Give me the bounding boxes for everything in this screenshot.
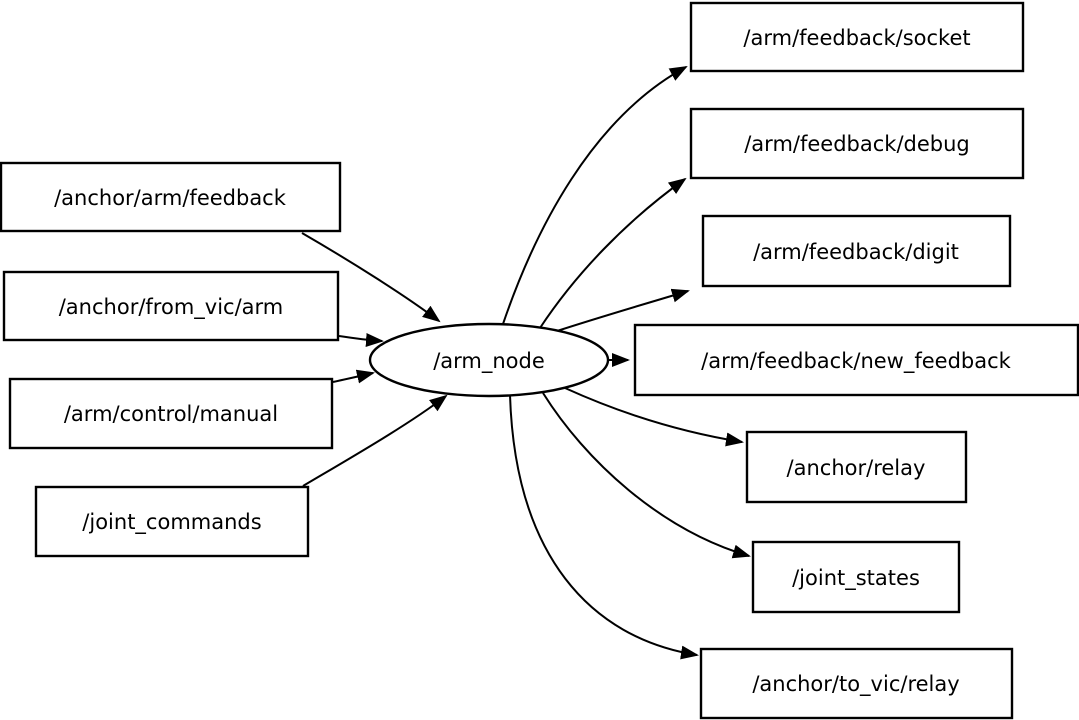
topic-box [689, 1, 1025, 73]
topic-box [699, 647, 1014, 720]
edge-group-outputs [502, 66, 751, 660]
topic-label: /anchor/from_vic/arm [59, 295, 284, 320]
edge-arm-node-to-arm-feedback-socket [502, 66, 688, 325]
topic-node-anchor-relay: /anchor/relay [745, 430, 968, 504]
topic-label: /joint_commands [82, 510, 261, 535]
topic-node-arm-control-manual: /arm/control/manual [8, 377, 334, 450]
topic-label: /arm/feedback/new_feedback [701, 349, 1011, 374]
topic-node-arm-feedback-digit: /arm/feedback/digit [701, 214, 1012, 288]
node-label: /arm_node [433, 349, 545, 374]
edge-arm-node-to-joint-states [542, 392, 751, 559]
topic-node-anchor-arm-feedback: /anchor/arm/feedback [0, 161, 342, 233]
topic-node-arm-feedback-socket: /arm/feedback/socket [689, 1, 1025, 73]
topic-label: /joint_states [792, 566, 920, 591]
topic-label: /anchor/to_vic/relay [752, 672, 959, 697]
topic-node-joint-commands: /joint_commands [34, 485, 310, 558]
edge-anchor-from-vic-arm-to-arm-node [338, 333, 384, 347]
topic-label: /arm/feedback/digit [753, 240, 959, 264]
topic-node-arm-feedback-debug: /arm/feedback/debug [689, 107, 1025, 180]
edge-joint-commands-to-arm-node [302, 394, 448, 487]
topic-node-arm-feedback-new-feedback: /arm/feedback/new_feedback [633, 323, 1079, 397]
edge-arm-node-to-arm-feedback-digit [556, 288, 690, 332]
topic-box [8, 377, 334, 450]
topic-box [689, 107, 1025, 180]
topic-box [633, 323, 1079, 397]
topic-box [751, 540, 961, 614]
topic-box [745, 430, 968, 504]
topic-label: /anchor/arm/feedback [54, 186, 287, 210]
topic-node-joint-states: /joint_states [751, 540, 961, 614]
edge-arm-node-to-arm-feedback-debug [539, 177, 687, 329]
topic-box [0, 161, 342, 233]
edge-arm-node-to-anchor-relay [564, 387, 744, 447]
edge-group-inputs [301, 232, 448, 487]
topic-label: /anchor/relay [787, 456, 926, 480]
topic-label: /arm/feedback/socket [743, 26, 970, 50]
topic-box [2, 270, 340, 342]
edge-arm-control-manual-to-arm-node [332, 369, 375, 384]
node-ellipse [368, 322, 610, 398]
edge-arm-node-to-anchor-to-vic-relay [509, 394, 699, 660]
topic-node-anchor-from-vic-arm: /anchor/from_vic/arm [2, 270, 340, 342]
topic-label: /arm/feedback/debug [744, 132, 970, 156]
topic-node-anchor-to-vic-relay: /anchor/to_vic/relay [699, 647, 1014, 720]
edge-anchor-arm-feedback-to-arm-node [301, 232, 441, 323]
node-arm-node: /arm_node [368, 322, 610, 398]
topic-label: /arm/control/manual [64, 402, 278, 426]
topic-box [701, 214, 1012, 288]
topic-box [34, 485, 310, 558]
